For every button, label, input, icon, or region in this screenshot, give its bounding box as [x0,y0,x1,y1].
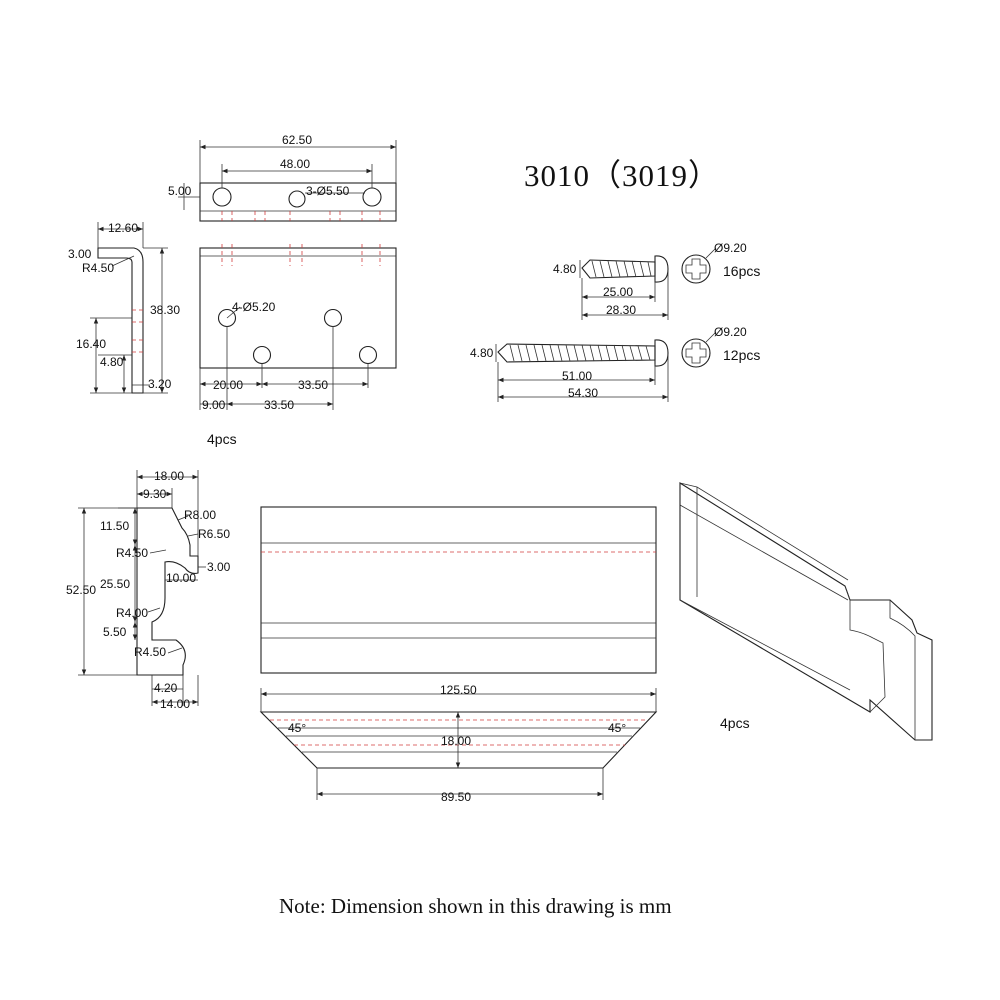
screw-short-shank: 4.80 [553,262,577,276]
dim-hole-span: 48.00 [280,157,310,171]
rail-isometric-view [679,482,933,741]
rail-front-view [260,506,657,674]
dim-top-offset: 5.00 [168,184,192,198]
rail-bottom-view: 125.50 45° 45° 18.00 89.50 [259,683,658,804]
rail-bottom-length: 89.50 [441,790,471,804]
profile-mid-height: 25.50 [100,577,130,591]
profile-r-top-inner: R6.50 [198,527,230,541]
rail-angle-left: 45° [288,721,306,735]
screw-long-total: 54.30 [568,386,598,400]
screw-long: 4.80 51.00 54.30 Ø9.20 12pcs [470,325,760,402]
screw-short-thread: 25.00 [603,285,633,299]
profile-r-top-outer: R8.00 [184,508,216,522]
profile-top-width: 18.00 [154,469,184,483]
profile-r-bottom: R4.50 [134,645,166,659]
dim-hole-height: 4.80 [100,355,124,369]
profile-upper-height: 11.50 [100,519,129,533]
screw-short-head: Ø9.20 [714,241,747,255]
profile-lower-height: 5.50 [103,625,127,639]
profile-foot: 4.20 [154,681,178,695]
dim-face-holes: 4-Ø5.20 [232,300,276,314]
profile-r-lower: R4.00 [116,606,148,620]
profile-wall: 3.00 [207,560,231,574]
bracket-top-view: 62.50 48.00 5.00 3-Ø5.50 [168,133,397,222]
dim-thickness: 3.20 [148,377,172,391]
bracket-side-view: 12.60 3.00 R4.50 38.30 16.40 4.80 3.20 [68,221,180,394]
dim-height: 38.30 [150,303,180,317]
dim-hole-x1: 20.00 [213,378,243,392]
units-note: Note: Dimension shown in this drawing is… [279,894,672,918]
screw-short-quantity: 16pcs [723,263,760,279]
dim-overall-width: 62.50 [282,133,312,147]
bracket-front-view: 4-Ø5.20 20.00 33.50 9.00 33.50 [199,244,397,412]
screw-long-head: Ø9.20 [714,325,747,339]
dim-hole-x2: 33.50 [298,378,328,392]
rail-length: 125.50 [440,683,477,697]
profile-section: 18.00 9.30 R8.00 R6.50 11.50 R4.50 10.00… [66,469,231,711]
screw-long-quantity: 12pcs [723,347,760,363]
profile-top-inner: 9.30 [143,487,167,501]
rail-angle-right: 45° [608,721,626,735]
rail-height: 18.00 [441,734,471,748]
bracket-quantity: 4pcs [207,431,237,447]
profile-r-upper: R4.50 [116,546,148,560]
drawing-title: 3010（3019） [524,158,720,193]
dim-flange: 12.60 [108,221,138,235]
dim-lower-span: 16.40 [76,337,106,351]
profile-quantity: 4pcs [720,715,750,731]
screw-long-shank: 4.80 [470,346,494,360]
screw-long-thread: 51.00 [562,369,592,383]
profile-bottom-width: 14.00 [160,697,190,711]
dim-hole-x4: 33.50 [264,398,294,412]
dim-thickness-top: 3.00 [68,247,92,261]
dim-top-holes: 3-Ø5.50 [306,184,350,198]
profile-depth: 10.00 [166,571,196,585]
screw-short-total: 28.30 [606,303,636,317]
dim-bend-radius: R4.50 [82,261,114,275]
screw-short: 4.80 25.00 28.30 Ø9.20 16pcs [553,241,760,320]
profile-total-height: 52.50 [66,583,96,597]
dim-hole-x3: 9.00 [202,398,226,412]
